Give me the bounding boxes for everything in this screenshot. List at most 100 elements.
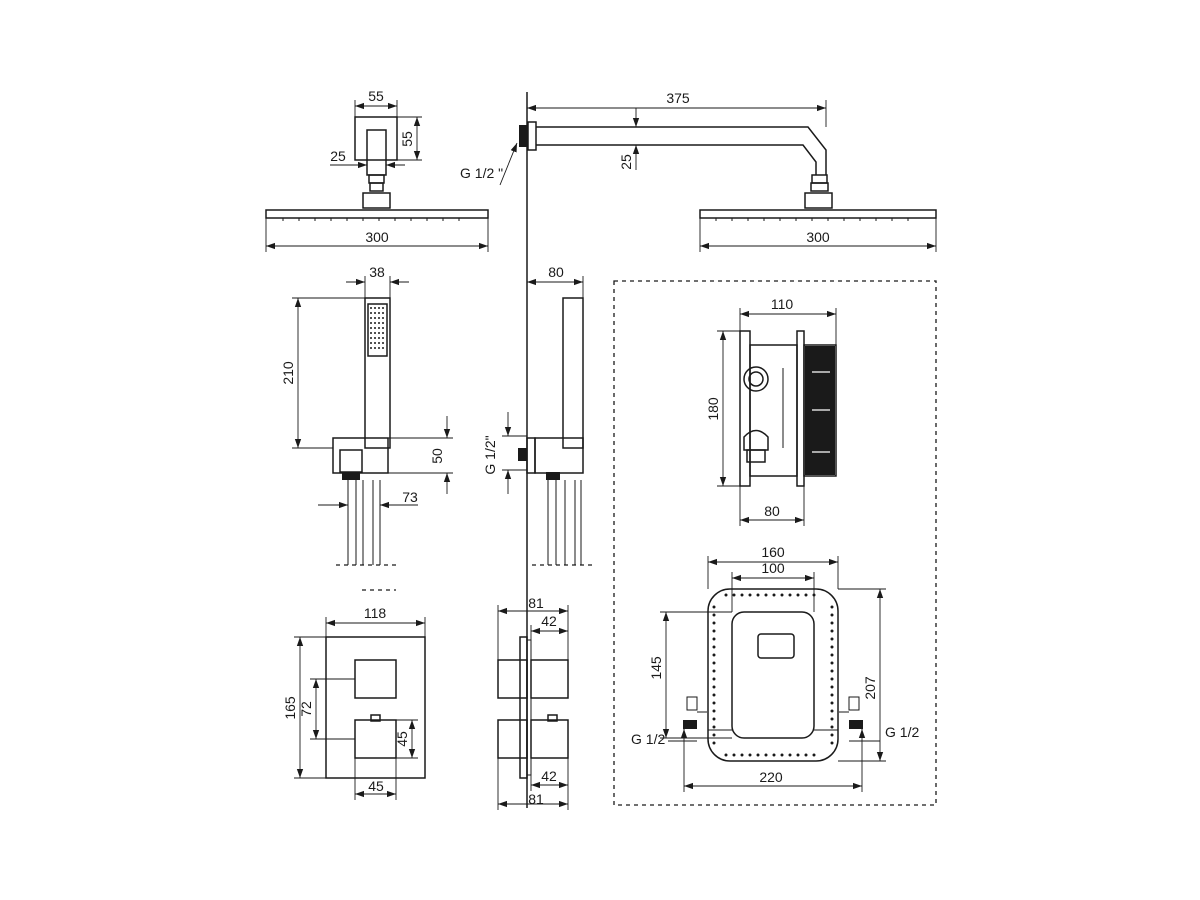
bolt-dot [830, 709, 834, 713]
bolt-dot [830, 701, 834, 705]
bolt-dot [712, 717, 716, 721]
dim-knob-spacing: 72 [298, 701, 314, 717]
label-arm-thread: G 1/2 " [460, 165, 503, 181]
dim-frame-outer-width: 160 [761, 544, 785, 560]
dim-frame-outer-height: 207 [862, 676, 878, 700]
bolt-dot [712, 709, 716, 713]
bolt-dot [712, 661, 716, 665]
bolt-dot [830, 725, 834, 729]
bolt-dot [830, 733, 834, 737]
nozzle-row-side [715, 218, 909, 221]
bolt-dot [780, 593, 784, 597]
bolt-dot [740, 593, 744, 597]
frame-bolt-dots [712, 593, 834, 757]
bolt-dot [830, 717, 834, 721]
bolt-dot [780, 753, 784, 757]
bolt-dot [788, 753, 792, 757]
bolt-dot [756, 593, 760, 597]
dim-knob-depth-total-bottom: 81 [528, 791, 544, 807]
dim-box-height: 180 [705, 397, 721, 421]
dim-box-mount-depth: 80 [764, 503, 780, 519]
dim-inlet-spacing: 220 [759, 769, 783, 785]
hand-shower-front-view: 38 210 50 73 [280, 264, 453, 591]
installation-box-frame [613, 280, 937, 806]
bolt-dot [764, 593, 768, 597]
bolt-dot [712, 653, 716, 657]
hand-shower-side-view: 80 G 1/2" [482, 264, 592, 566]
label-inlet-thread-left: G 1/2 [631, 731, 665, 747]
dim-arm-offset: 25 [330, 148, 346, 164]
bolt-dot [830, 741, 834, 745]
dim-holder-depth: 80 [548, 264, 564, 280]
dim-knob-size-horizontal: 45 [368, 778, 384, 794]
bolt-dot [764, 753, 768, 757]
concealed-box-side-view: 110 180 80 [705, 296, 837, 526]
bolt-dot [712, 733, 716, 737]
bolt-dot [830, 677, 834, 681]
dim-head-width-front: 300 [365, 229, 389, 245]
bolt-dot [724, 593, 728, 597]
dim-arm-drop: 25 [618, 154, 634, 170]
bolt-dot [712, 677, 716, 681]
dim-arm-length: 375 [666, 90, 690, 106]
dim-frame-inner-height: 145 [648, 656, 664, 680]
bolt-dot [812, 753, 816, 757]
bolt-dot [830, 685, 834, 689]
dim-knob-size-vertical: 45 [394, 731, 410, 747]
bolt-dot [712, 613, 716, 617]
bolt-dot [712, 645, 716, 649]
bolt-dot [712, 693, 716, 697]
bolt-dot [712, 685, 716, 689]
bolt-dot [724, 753, 728, 757]
bolt-dot [712, 701, 716, 705]
bolt-dot [830, 653, 834, 657]
dim-knob-depth-bottom: 42 [541, 768, 557, 784]
concealed-box-front-view: 160 100 145 207 G 1/2 G 1/2 220 [631, 544, 919, 792]
bolt-dot [712, 741, 716, 745]
bolt-dot [740, 753, 744, 757]
dim-knob-depth-total-top: 81 [528, 595, 544, 611]
bolt-dot [748, 753, 752, 757]
bolt-dot [712, 669, 716, 673]
bolt-dot [830, 669, 834, 673]
dim-holder-spacing: 73 [402, 489, 418, 505]
bolt-dot [732, 753, 736, 757]
bolt-dot [830, 693, 834, 697]
bolt-dot [712, 725, 716, 729]
dim-hand-shower-width: 38 [369, 264, 385, 280]
dim-arm-width: 55 [368, 88, 384, 104]
bolt-dot [830, 605, 834, 609]
cover-plate-front-view: 118 165 72 45 45 [282, 605, 426, 800]
dim-head-width-side: 300 [806, 229, 830, 245]
label-inlet-thread-right: G 1/2 [885, 724, 919, 740]
dim-hand-shower-height: 210 [280, 361, 296, 385]
dim-knob-depth-top: 42 [541, 613, 557, 629]
bolt-dot [796, 593, 800, 597]
bolt-dot [796, 753, 800, 757]
bolt-dot [830, 645, 834, 649]
bolt-dot [712, 629, 716, 633]
nozzle-row-front [282, 218, 460, 221]
dim-box-depth: 110 [771, 296, 794, 312]
bolt-dot [788, 593, 792, 597]
bolt-dot [772, 593, 776, 597]
bolt-dot [756, 753, 760, 757]
hand-shower-nozzle-grid [370, 307, 384, 349]
bolt-dot [748, 593, 752, 597]
bolt-dot [830, 661, 834, 665]
bolt-dot [772, 753, 776, 757]
bolt-dot [712, 605, 716, 609]
overhead-shower-front-view: 55 55 25 300 [265, 88, 489, 252]
bolt-dot [712, 637, 716, 641]
bolt-dot [732, 593, 736, 597]
bolt-dot [830, 621, 834, 625]
dim-plate-width: 118 [364, 605, 387, 621]
dim-plate-height: 165 [282, 696, 298, 720]
bolt-dot [804, 753, 808, 757]
dim-arm-height: 55 [399, 131, 415, 147]
dim-frame-inner-width: 100 [761, 560, 785, 576]
label-holder-thread: G 1/2" [482, 435, 498, 474]
thermostat-side-view: 81 42 42 81 [497, 595, 569, 810]
bolt-dot [804, 593, 808, 597]
